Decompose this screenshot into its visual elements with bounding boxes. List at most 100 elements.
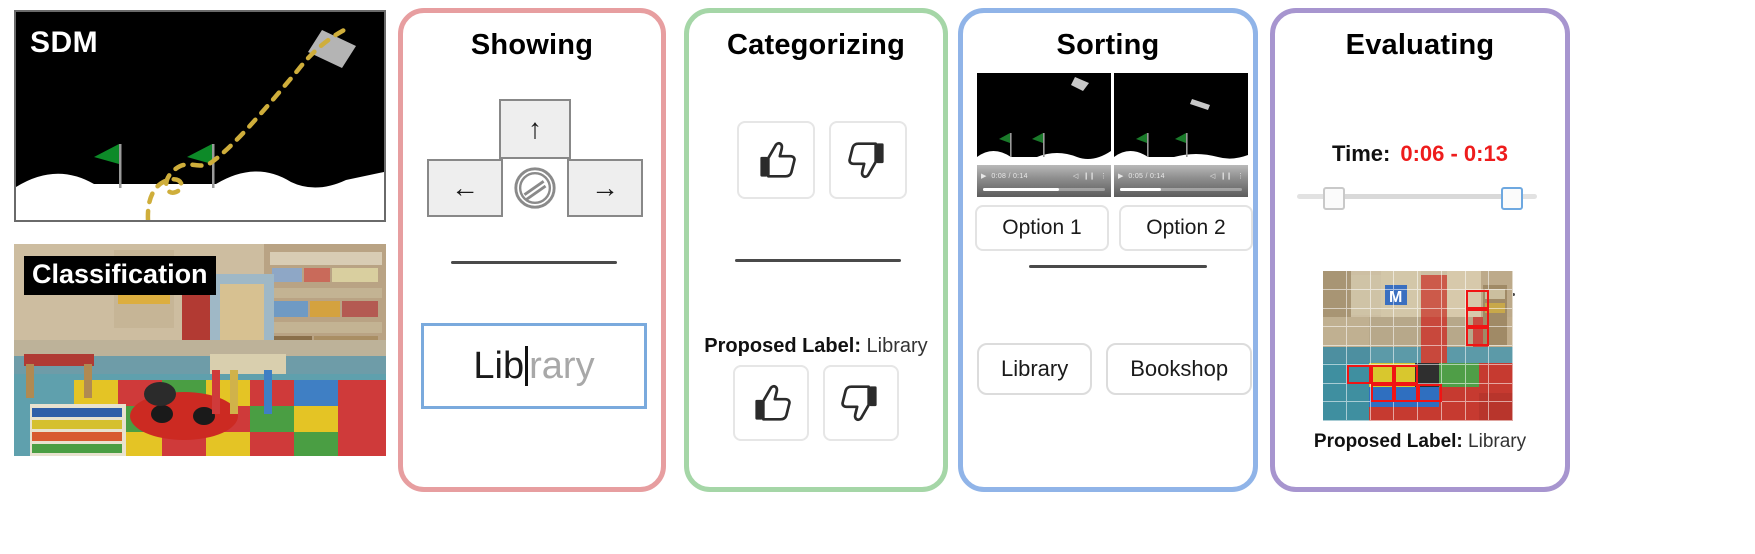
bottom-feedback-row <box>733 365 899 441</box>
slider-handle-start[interactable] <box>1323 187 1346 210</box>
option-1-button[interactable]: Option 1 <box>975 205 1109 251</box>
grid-cell <box>1441 364 1466 384</box>
input-suggestion-text: rary <box>529 344 595 387</box>
classification-label: Classification <box>24 256 216 295</box>
grid-cell <box>1394 308 1418 328</box>
play-icon[interactable]: ▶ <box>1118 173 1124 180</box>
grid-cell <box>1489 289 1513 309</box>
left-column: SDM Classification <box>14 10 386 544</box>
play-icon[interactable]: ▶ <box>981 173 987 180</box>
grid-cell <box>1394 289 1418 309</box>
grid-cell <box>1346 402 1371 421</box>
time-range-readout: Time:0:06 - 0:13 <box>1275 141 1565 167</box>
video-scene-2 <box>1114 73 1248 165</box>
grid-cell <box>1323 271 1347 290</box>
thumbs-down-button-top[interactable] <box>829 121 907 199</box>
grid-cell-highlighted <box>1370 383 1395 403</box>
video-progress-bar-1[interactable] <box>983 188 1105 191</box>
arrow-left-key[interactable]: ← <box>427 159 503 217</box>
grid-cell-highlighted <box>1394 364 1418 384</box>
grid-cell <box>1323 308 1347 328</box>
grid-cell <box>1489 383 1513 403</box>
sdm-scene <box>16 25 384 220</box>
divider-categorizing <box>735 259 901 262</box>
grid-cell <box>1323 383 1347 403</box>
label-button-row: Library Bookshop <box>977 343 1253 395</box>
label-library-button[interactable]: Library <box>977 343 1093 395</box>
arrow-up-key[interactable]: ↑ <box>499 99 571 159</box>
no-entry-icon <box>514 167 556 209</box>
volume-icon[interactable]: ◁ <box>1072 173 1079 180</box>
label-bookshop-button[interactable]: Bookshop <box>1106 343 1253 395</box>
pause-icon[interactable]: ❙❙ <box>1220 173 1232 180</box>
grid-cell <box>1346 327 1371 346</box>
arrow-key-cluster: ↑ ← → <box>421 99 649 219</box>
video-player-1[interactable]: ▶ 0:08 / 0:14 ◁ ❙❙ ⋮ <box>977 73 1111 197</box>
slider-handle-end[interactable] <box>1501 187 1523 210</box>
video-progress-bar-2[interactable] <box>1120 188 1242 191</box>
video-controls-2[interactable]: ▶ 0:05 / 0:14 ◁ ❙❙ ⋮ <box>1114 165 1248 197</box>
thumbs-up-button-top[interactable] <box>737 121 815 199</box>
lander-scene-2 <box>1114 73 1248 165</box>
saliency-grid-image[interactable]: M <box>1323 271 1513 421</box>
divider-sorting <box>1029 265 1207 268</box>
top-feedback-row <box>737 121 907 199</box>
grid-cell <box>1418 364 1442 384</box>
option-2-button[interactable]: Option 2 <box>1119 205 1253 251</box>
grid-cell <box>1441 346 1466 365</box>
grid-cell <box>1465 346 1490 365</box>
grid-cell <box>1323 327 1347 346</box>
grid-cell <box>1370 346 1395 365</box>
divider-showing <box>451 261 617 264</box>
grid-cell-highlighted <box>1370 364 1395 384</box>
video-player-2[interactable]: ▶ 0:05 / 0:14 ◁ ❙❙ ⋮ <box>1114 73 1248 197</box>
video-control-row-1: ▶ 0:08 / 0:14 ◁ ❙❙ ⋮ <box>981 169 1107 183</box>
grid-cell-highlighted <box>1465 289 1490 309</box>
grid-cell <box>1418 308 1442 328</box>
card-categorizing: Categorizing Proposed Label: Library <box>684 8 948 492</box>
arrow-right-key[interactable]: → <box>567 159 643 217</box>
proposed-label-value: Library <box>1468 431 1527 452</box>
more-icon[interactable]: ⋮ <box>1100 173 1107 180</box>
thumbs-up-icon <box>755 385 791 421</box>
grid-cell-highlighted <box>1418 383 1442 403</box>
grid-cell <box>1323 402 1347 421</box>
time-range-slider[interactable] <box>1297 185 1537 210</box>
video-controls-1[interactable]: ▶ 0:08 / 0:14 ◁ ❙❙ ⋮ <box>977 165 1111 197</box>
card-sorting: Sorting ▶ 0: <box>958 8 1258 492</box>
grid-cell-highlighted <box>1465 308 1490 328</box>
grid-cell <box>1465 364 1490 384</box>
grid-cell <box>1346 289 1371 309</box>
sdm-label: SDM <box>30 26 99 59</box>
more-icon[interactable]: ⋮ <box>1237 173 1244 180</box>
grid-cell-highlighted <box>1394 383 1418 403</box>
grid-cell-highlighted <box>1346 364 1371 384</box>
grid-overlay <box>1323 271 1513 421</box>
card-title-categorizing: Categorizing <box>726 29 905 61</box>
no-entry-key[interactable] <box>499 159 571 217</box>
video-control-row-2: ▶ 0:05 / 0:14 ◁ ❙❙ ⋮ <box>1118 169 1244 183</box>
volume-icon[interactable]: ◁ <box>1209 173 1216 180</box>
grid-cell <box>1394 271 1418 290</box>
card-evaluating: Evaluating Time:0:06 - 0:13 M <box>1270 8 1570 492</box>
thumbs-up-button-bottom[interactable] <box>733 365 809 441</box>
grid-cell <box>1441 308 1466 328</box>
grid-cell <box>1441 383 1466 403</box>
card-title-showing: Showing <box>470 29 594 61</box>
grid-cell <box>1489 271 1513 290</box>
grid-cell <box>1489 402 1513 421</box>
option-button-row: Option 1 Option 2 <box>975 205 1253 251</box>
grid-cell <box>1346 271 1371 290</box>
lander-scene-1 <box>977 73 1111 165</box>
pause-icon[interactable]: ❙❙ <box>1083 173 1095 180</box>
grid-cell <box>1346 308 1371 328</box>
thumbs-down-button-bottom[interactable] <box>823 365 899 441</box>
grid-cell <box>1418 346 1442 365</box>
slider-active-range <box>1328 194 1506 199</box>
thumbs-down-icon <box>848 142 884 178</box>
sdm-panel: SDM <box>14 10 386 222</box>
proposed-label-categorizing: Proposed Label: Library <box>704 335 928 357</box>
card-title-evaluating: Evaluating <box>1345 29 1495 61</box>
